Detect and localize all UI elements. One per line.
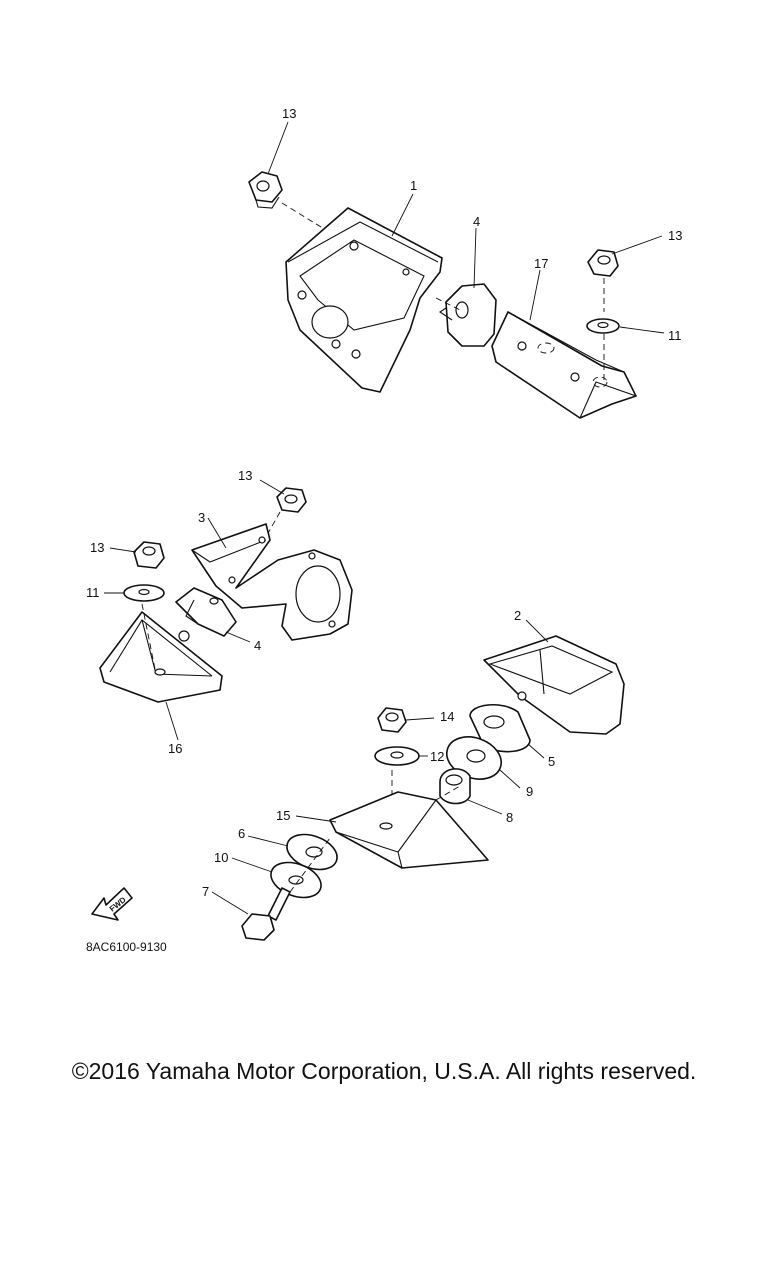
part-9-washer <box>446 736 502 780</box>
part-1-bracket <box>285 207 443 393</box>
callout-11: 11 <box>86 585 100 600</box>
callout-6: 6 <box>238 826 245 841</box>
part-14-nut <box>377 707 407 733</box>
callout-4: 4 <box>254 638 261 653</box>
alignment-line <box>281 202 353 247</box>
part-7-bolt <box>241 887 291 941</box>
part-13-nut-mid-upper <box>276 487 307 513</box>
part-4-mount-top <box>435 283 497 347</box>
callout-numbers: 13 1 4 17 13 11 13 3 13 11 4 16 2 14 12 … <box>86 106 682 899</box>
callout-1: 1 <box>410 178 417 193</box>
part-10-washer <box>270 861 322 899</box>
callout-13: 13 <box>668 228 682 243</box>
callout-13: 13 <box>282 106 296 121</box>
callout-5: 5 <box>548 754 555 769</box>
copyright-notice: ©2016 Yamaha Motor Corporation, U.S.A. A… <box>71 1058 697 1084</box>
callout-16: 16 <box>168 741 182 756</box>
part-8-collar <box>439 768 471 805</box>
part-17-bracket <box>491 311 637 419</box>
part-11-washer-mid <box>123 584 165 602</box>
callout-7: 7 <box>202 884 209 899</box>
part-13-nut-top-right <box>587 249 619 277</box>
part-11-washer-top <box>586 318 620 334</box>
callout-17: 17 <box>534 256 548 271</box>
diagram-reference-code: 8AC6100-9130 <box>86 940 167 954</box>
callout-14: 14 <box>440 709 454 724</box>
callout-9: 9 <box>526 784 533 799</box>
alignment-line <box>289 837 331 893</box>
callout-4: 4 <box>473 214 480 229</box>
callout-10: 10 <box>214 850 228 865</box>
callout-3: 3 <box>198 510 205 525</box>
part-16-bracket <box>99 603 223 703</box>
part-4-mount-mid <box>175 587 237 637</box>
part-15-bracket <box>329 785 489 869</box>
part-2-bracket <box>483 635 625 735</box>
callout-12: 12 <box>430 749 444 764</box>
callout-15: 15 <box>276 808 290 823</box>
part-3-bracket <box>191 523 353 641</box>
callout-11: 11 <box>668 328 682 343</box>
fwd-arrow: FWD <box>91 887 133 921</box>
callout-2: 2 <box>514 608 521 623</box>
leader-lines <box>104 121 665 915</box>
part-13-nut-mid-lower <box>133 541 165 569</box>
part-13-nut-top-left <box>248 171 283 209</box>
part-12-washer <box>374 746 420 766</box>
callout-13: 13 <box>90 540 104 555</box>
callout-13: 13 <box>238 468 252 483</box>
callout-8: 8 <box>506 810 513 825</box>
